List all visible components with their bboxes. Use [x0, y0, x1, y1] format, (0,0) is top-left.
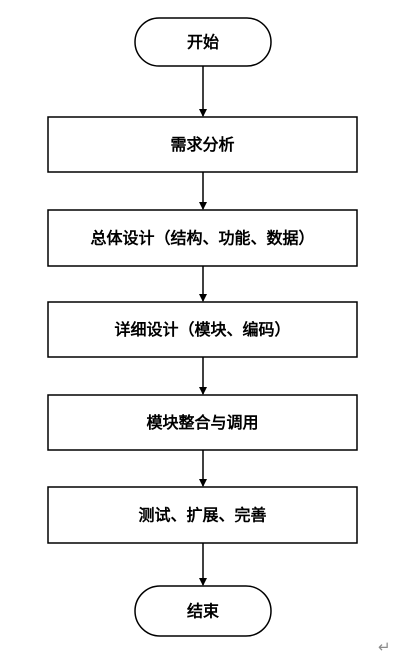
- process-box-detailed-design: [47, 301, 358, 358]
- node-testing: 测试、扩展、完善: [47, 486, 358, 544]
- node-label-integration: 模块整合与调用: [146, 413, 258, 432]
- node-label-testing: 测试、扩展、完善: [138, 506, 266, 525]
- node-overall-design: 总体设计（结构、功能、数据）: [47, 209, 358, 267]
- node-label-end: 结束: [186, 602, 220, 621]
- terminal-shape-start: [134, 17, 272, 67]
- node-start: 开始: [134, 17, 272, 67]
- node-detailed-design: 详细设计（模块、编码）: [47, 301, 358, 358]
- node-integration: 模块整合与调用: [47, 394, 358, 451]
- node-label-detailed-design: 详细设计（模块、编码）: [114, 320, 290, 339]
- node-requirements: 需求分析: [47, 116, 358, 173]
- terminal-shape-end: [134, 585, 272, 637]
- process-box-integration: [47, 394, 358, 451]
- process-box-requirements: [47, 116, 358, 173]
- node-label-requirements: 需求分析: [170, 135, 234, 154]
- node-label-overall-design: 总体设计（结构、功能、数据）: [90, 229, 314, 248]
- node-end: 结束: [134, 585, 272, 637]
- node-label-start: 开始: [187, 33, 219, 52]
- paragraph-return-mark: ↵: [378, 638, 391, 656]
- process-box-testing: [47, 486, 358, 544]
- process-box-overall-design: [47, 209, 358, 267]
